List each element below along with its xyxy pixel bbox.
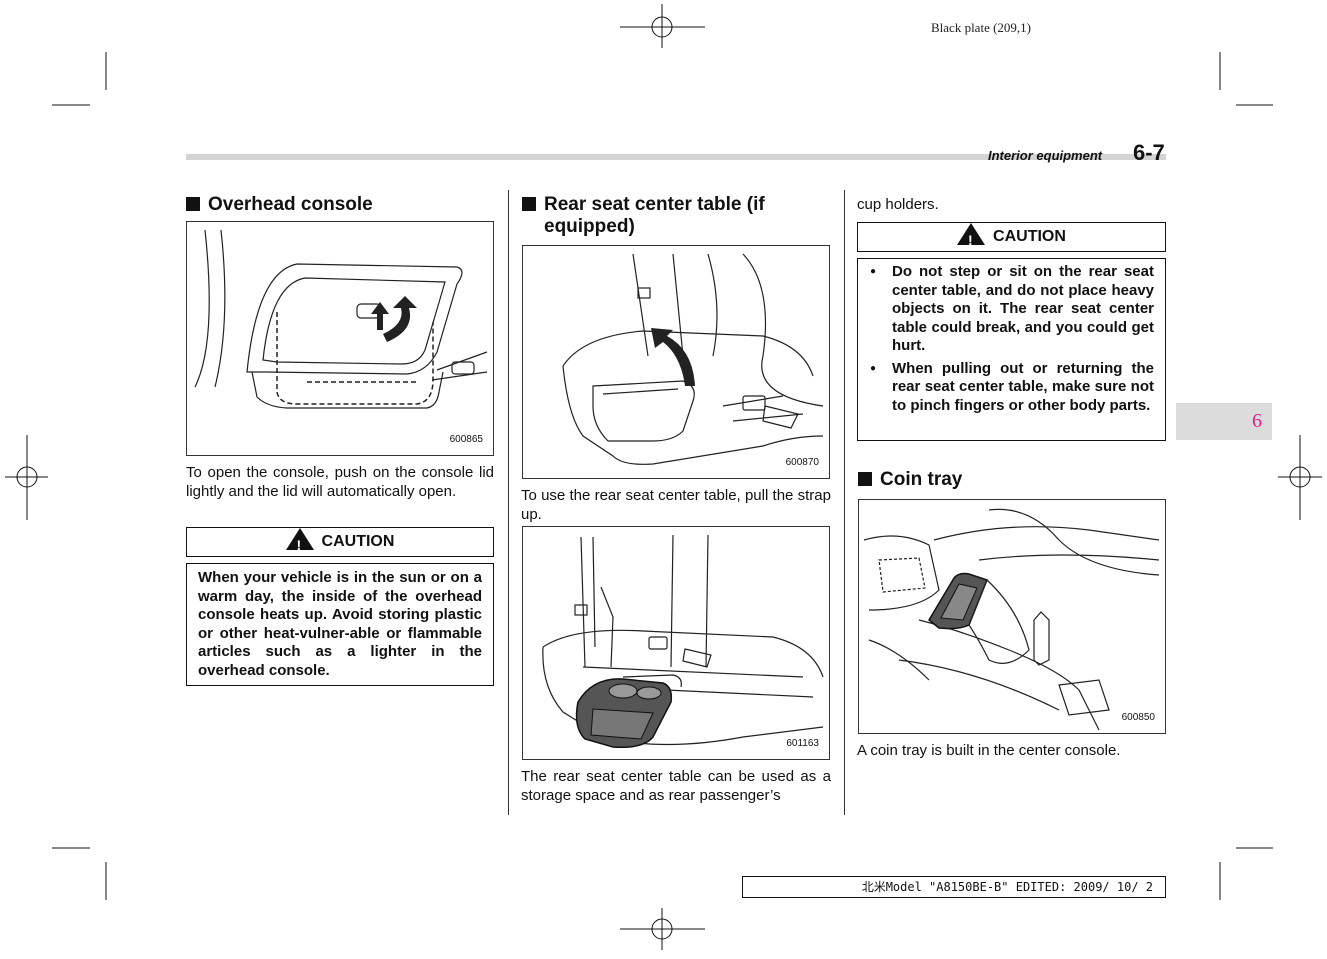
caution-item: When pulling out or returning the rear s… [868,360,1154,416]
rear-seat-pull-illustration [562,253,824,465]
heading-text: Rear seat center table (if equipped) [544,194,765,237]
coin-tray-text: A coin tray is built in the center conso… [857,742,1121,759]
caution-body-1: When your vehicle is in the sun or on a … [186,563,494,686]
caution-list: Do not step or sit on the rear seat cent… [868,263,1154,415]
chapter-tab[interactable]: 6 [1176,403,1272,440]
rear-table-text-2: The rear seat center table can be used a… [521,768,831,804]
caution-body-2: Do not step or sit on the rear seat cent… [857,258,1166,441]
column-divider-2 [844,190,845,815]
caution-label: CAUTION [321,533,395,550]
table-tray-graphic [575,678,673,749]
continued-text: cup holders. [857,196,939,213]
overhead-console-text: To open the console, push on the console… [186,464,494,500]
warning-icon [285,528,314,558]
figure-code: 600870 [785,457,819,468]
curved-arrow-icon [651,328,695,386]
heading-text: Overhead console [208,194,373,215]
coin-tray-illustration [863,508,1160,731]
warning-icon [957,223,986,253]
square-bullet-icon [522,197,536,211]
curved-arrow-icon [383,296,417,342]
heading-text: Coin tray [880,469,963,490]
rear-table-figure-2: 601163 [522,526,830,760]
square-bullet-icon [858,472,872,486]
figure-code: 600865 [449,434,483,445]
up-arrow-icon [371,302,389,330]
section-title: Interior equipment [988,148,1103,163]
coin-tray-heading: Coin tray [858,469,1158,491]
caution-item: Do not step or sit on the rear seat cent… [868,263,1154,356]
footer-edition: 北米Model "A8150BE-B" EDITED: 2009/ 10/ 2 [742,876,1166,898]
square-bullet-icon [186,197,200,211]
chapter-tab-number: 6 [1252,410,1262,432]
plate-label: Black plate (209,1) [931,20,1031,35]
rear-table-figure-1: 600870 [522,245,830,479]
coin-tray-figure: 600850 [858,499,1166,734]
overhead-console-figure: 600865 [186,221,494,456]
column-divider-1 [508,190,509,815]
rear-table-text-1: To use the rear seat center table, pull … [521,487,831,523]
header-bar [186,154,1166,160]
overhead-console-illustration [194,229,488,409]
figure-code: 600850 [1121,712,1155,723]
caution-header-2: CAUTION [857,222,1166,253]
figure-code: 601163 [786,738,819,749]
rear-seat-table-illustration [542,534,824,749]
page-number: 6-7 [1133,140,1165,165]
caution-label: CAUTION [993,228,1066,245]
overhead-console-heading: Overhead console [186,194,496,216]
coin-tray-graphic [928,572,1030,664]
rear-table-heading: Rear seat center table (if equipped) [522,194,822,238]
caution-text: When your vehicle is in the sun or on a … [198,569,482,679]
caution-header-1: CAUTION [186,527,494,558]
